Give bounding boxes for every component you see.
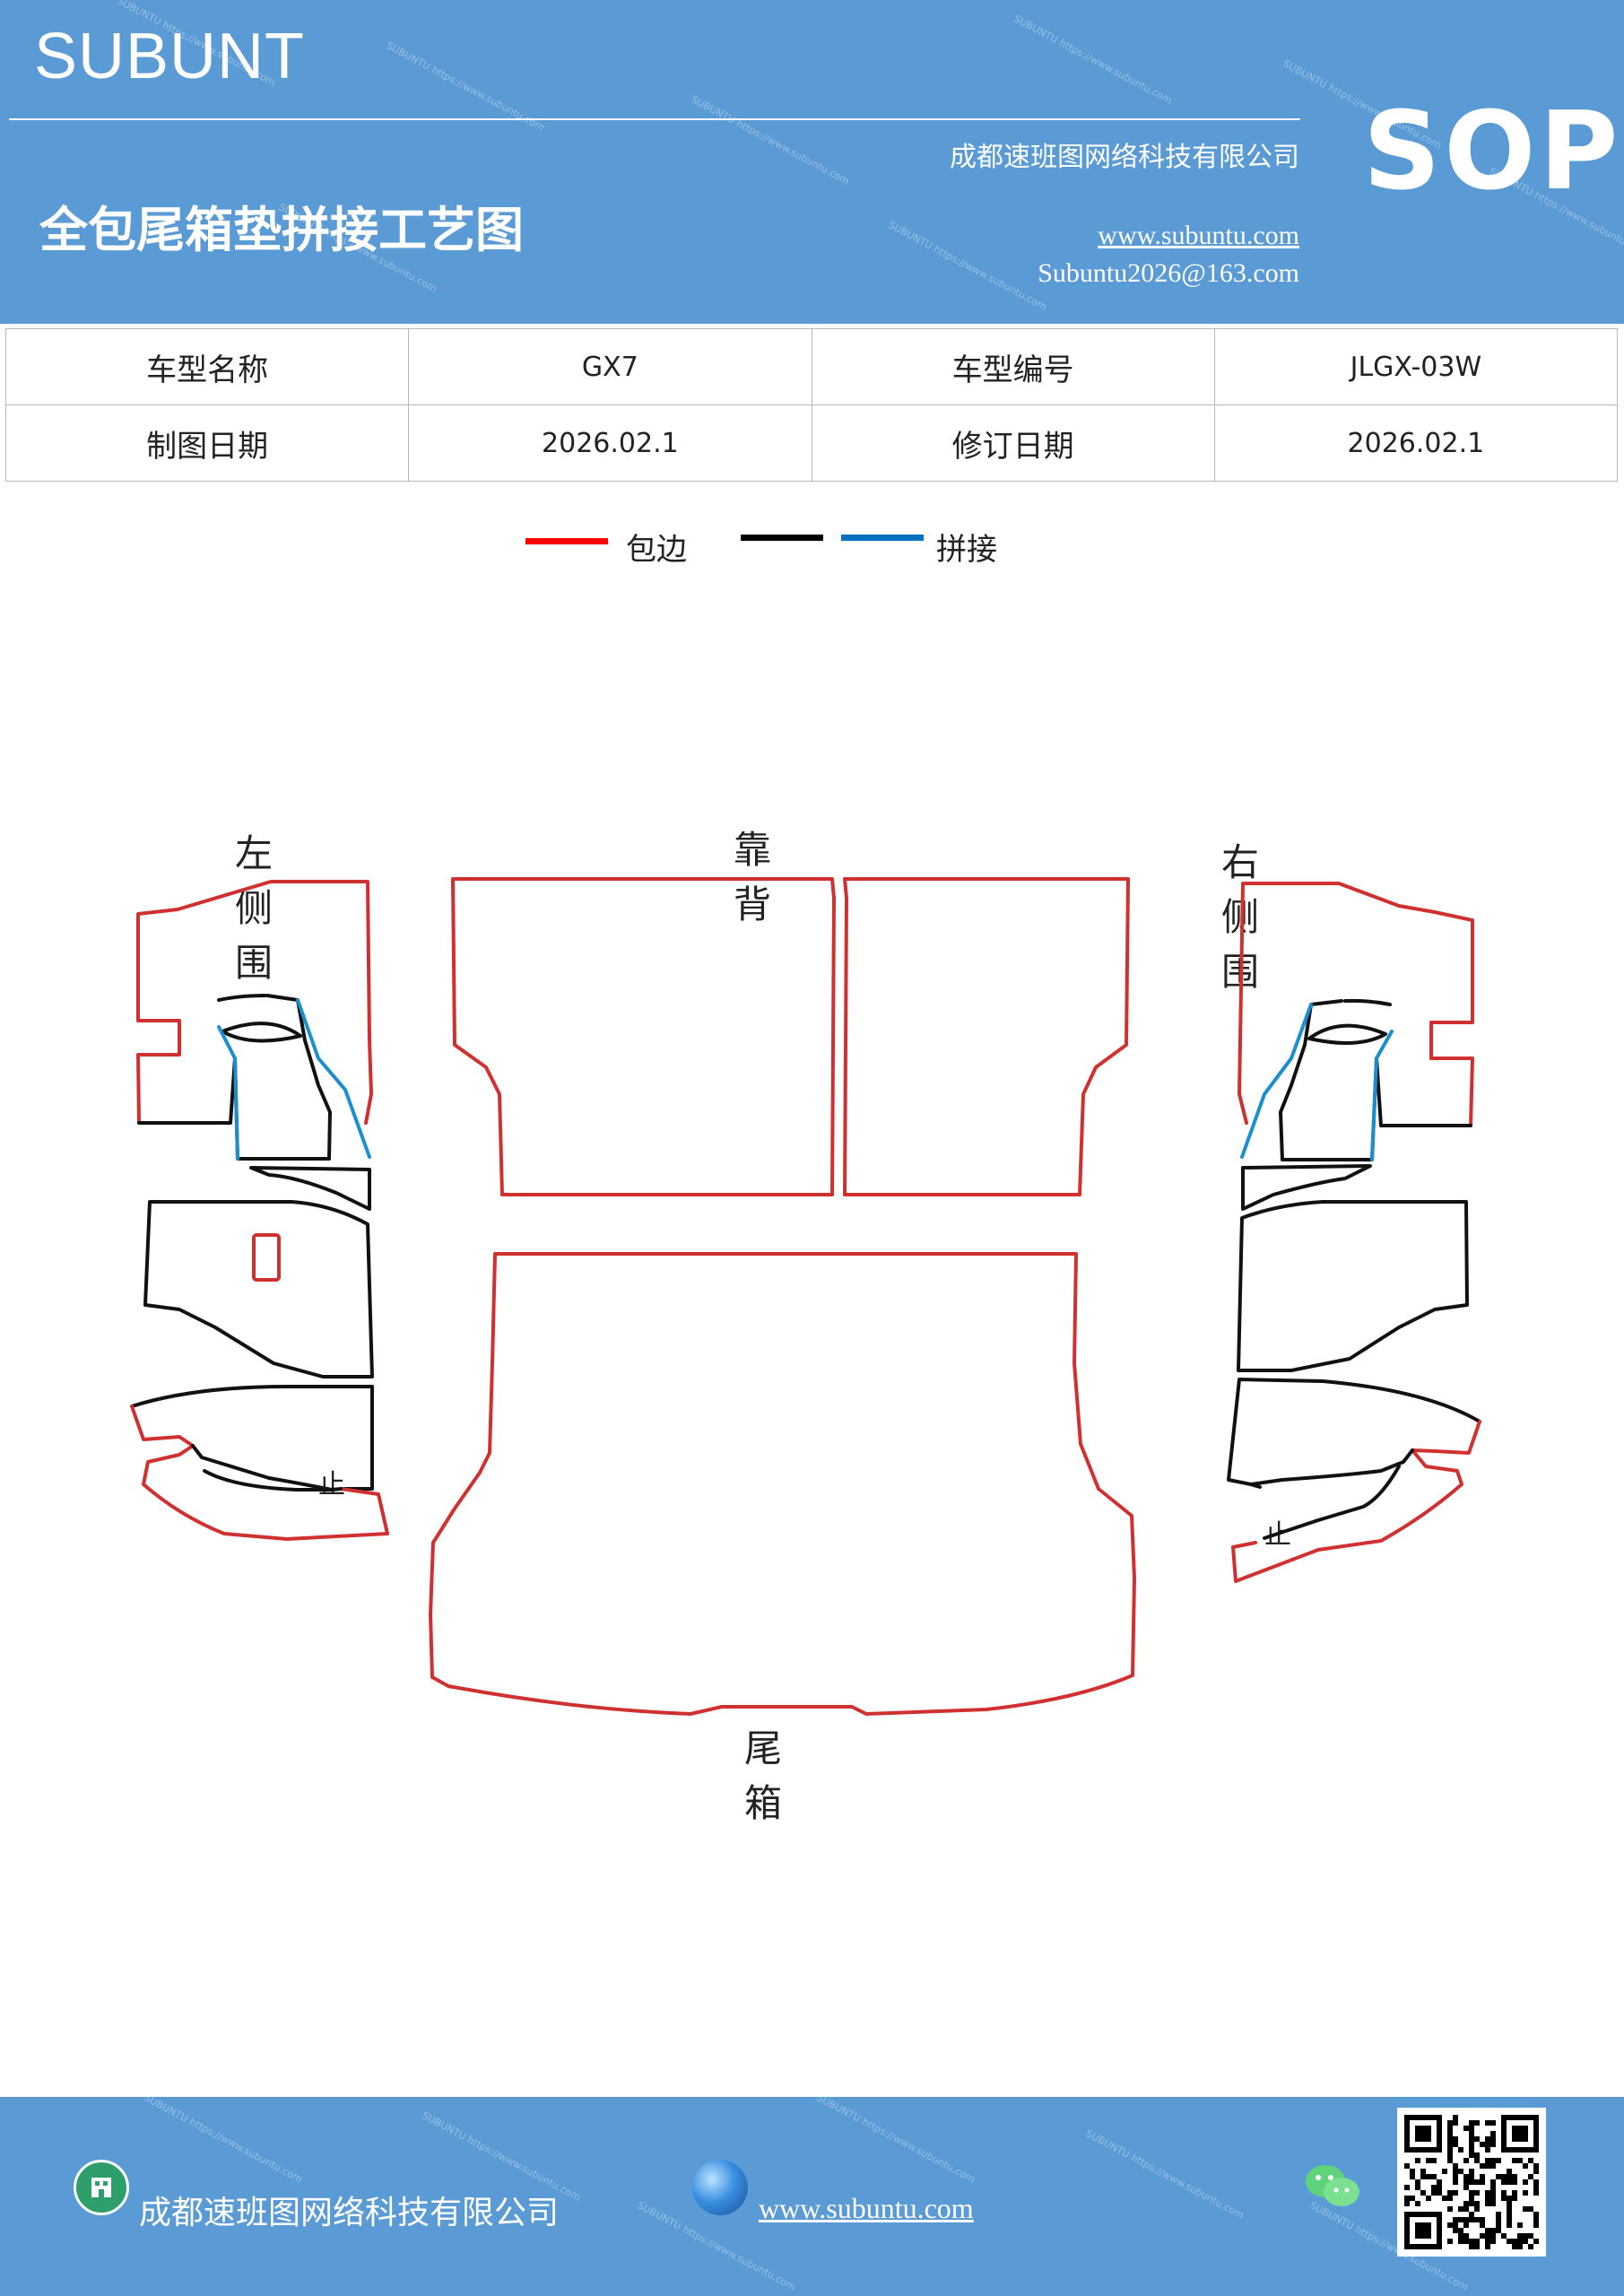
left-side-upper-seam [137,994,332,1161]
company-building-icon [74,2160,129,2215]
model-code-label: 车型编号 [811,328,1215,405]
legend-swatch-edge [525,538,608,544]
model-name-value: GX7 [408,328,812,405]
table-row: 车型名称 GX7 车型编号 JLGX-03W [4,328,1619,405]
legend-swatch-seam [741,535,823,541]
right-side-middle-panel [1237,1200,1469,1372]
header-banner: SUBUNTU https://www.subuntu.com SUBUNTU … [0,0,1624,324]
page-title: 全包尾箱垫拼接工艺图 [39,201,524,258]
draw-date-label: 制图日期 [4,404,410,482]
model-name-label: 车型名称 [4,328,410,405]
label-left-side: 左侧围 [235,831,275,985]
left-side-cutout [252,1233,281,1282]
left-side-splice [217,998,371,1161]
backrest-left-panel [451,877,836,1196]
website-link[interactable]: www.subuntu.com [1098,221,1299,250]
label-trunk: 尾箱 [744,1726,785,1825]
watermark: SUBUNTU https://www.subuntu.com [1083,2127,1246,2222]
left-side-lower-seam [191,1444,343,1492]
model-code-value: JLGX-03W [1213,328,1619,405]
stop-mark-left: 止 [318,1469,347,1500]
right-side-lower-seam [1249,1448,1414,1540]
watermark: SUBUNTU https://www.subuntu.com [689,93,852,187]
watermark: SUBUNTU https://www.subuntu.com [886,219,1049,313]
legend-swatch-splice [841,535,924,541]
legend: 包边 拼接 [0,525,1624,570]
footer-banner: SUBUNTU https://www.subuntu.com SUBUNTU … [0,2097,1624,2296]
right-side-strip [1241,1164,1372,1211]
footer-website-link[interactable]: www.subuntu.com [759,2192,974,2224]
vehicle-info-table: 车型名称 GX7 车型编号 JLGX-03W 制图日期 2026.02.1 修订… [4,328,1619,482]
legend-label-edge: 包边 [626,532,687,568]
right-side-lower-panel [1227,1378,1481,1486]
email-address[interactable]: Subuntu2026@163.com [1038,258,1299,288]
legend-label-splice: 拼接 [936,532,997,568]
left-side-middle-panel [143,1200,374,1378]
draw-date-value: 2026.02.1 [408,404,812,482]
qr-code-icon[interactable] [1397,2108,1546,2257]
brand-logo-text: SUBUNT [34,21,306,92]
wechat-icon[interactable] [1302,2160,1365,2213]
footer-company-name: 成都速班图网络科技有限公司 [139,2195,560,2231]
right-side-splice [1240,1003,1394,1161]
backrest-right-panel [843,877,1130,1196]
header-divider [9,118,1300,120]
revision-date-value: 2026.02.1 [1213,404,1619,482]
trunk-floor-panel [429,1252,1136,1716]
right-side-upper-edge [1238,882,1474,1127]
revision-date-label: 修订日期 [811,404,1215,482]
left-side-lower-panel [130,1384,374,1491]
left-side-upper-edge [136,880,373,1125]
watermark: SUBUNTU https://www.subuntu.com [814,2097,977,2186]
pattern-outline-svg [130,877,1481,1716]
right-side-upper-seam [1279,998,1472,1161]
sop-badge: SOP [1363,90,1622,214]
right-side-lower-edge [1231,1420,1481,1583]
watermark: SUBUNTU https://www.subuntu.com [142,2097,305,2186]
company-name: 成都速班图网络科技有限公司 [950,142,1299,173]
left-side-lower-edge [130,1405,389,1541]
globe-icon [692,2160,748,2215]
left-side-strip [249,1166,371,1211]
table-row: 制图日期 2026.02.1 修订日期 2026.02.1 [4,404,1619,482]
label-backrest: 靠背 [734,828,774,926]
watermark: SUBUNTU https://www.subuntu.com [1012,13,1175,107]
